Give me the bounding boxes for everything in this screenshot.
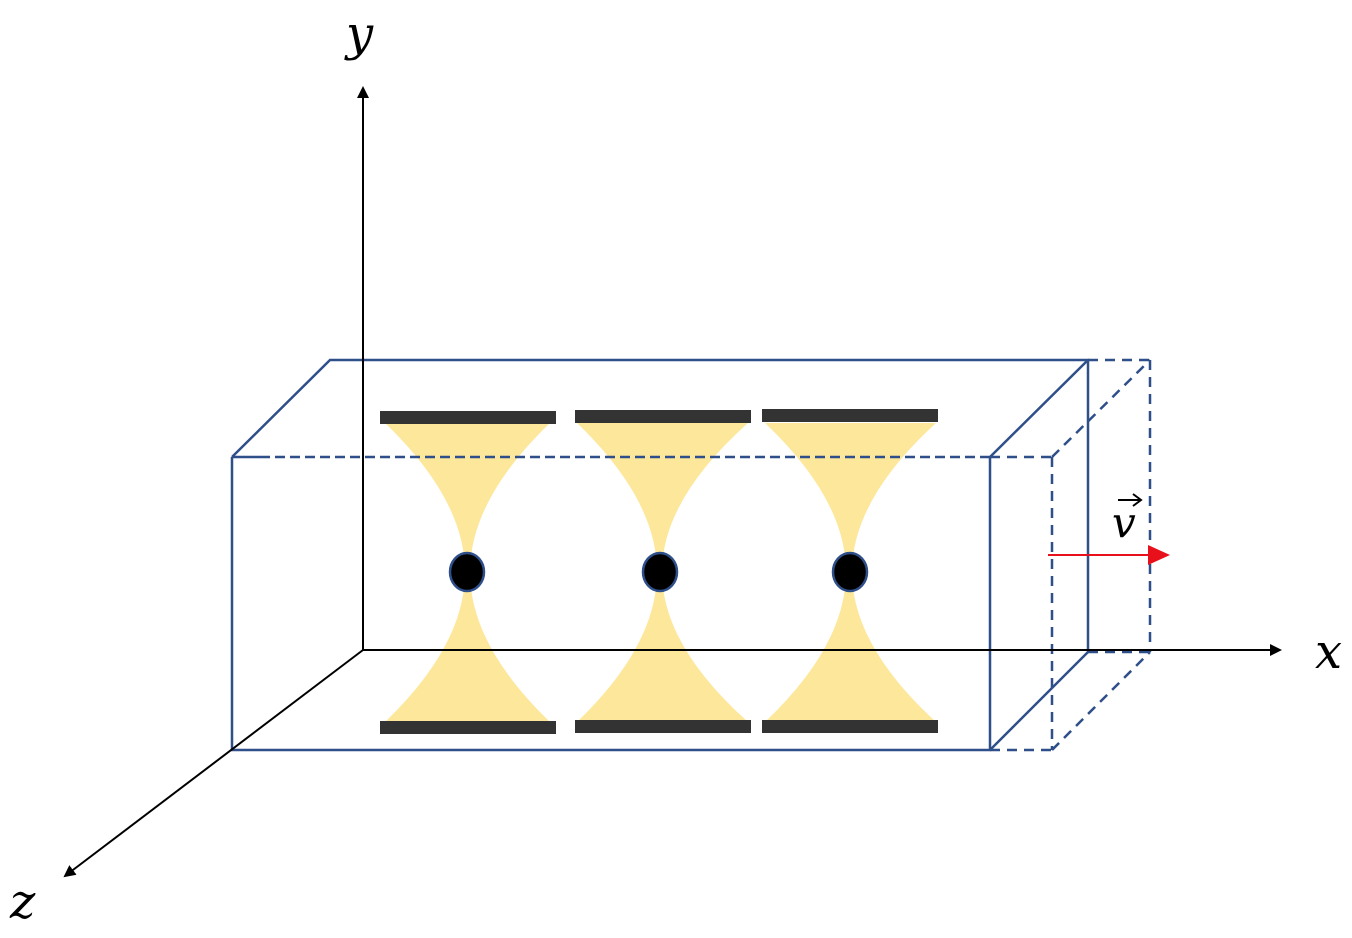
atom-2 xyxy=(641,551,679,593)
mirror-bottom-1 xyxy=(380,721,556,734)
velocity-label: v xyxy=(1112,498,1136,547)
mirror-bottom-2 xyxy=(575,720,751,733)
z-axis xyxy=(63,649,364,878)
atom-1 xyxy=(448,551,486,593)
y-axis-label: y xyxy=(344,6,374,62)
box-displaced-top-diag xyxy=(1051,359,1151,458)
z-axis-label: z xyxy=(9,874,36,930)
x-axis-label: x xyxy=(1315,624,1342,680)
mirror-top-2 xyxy=(575,410,751,423)
atom-3 xyxy=(831,551,869,593)
mirror-top-1 xyxy=(380,411,556,424)
atoms xyxy=(448,551,869,593)
mirror-top-3 xyxy=(762,409,938,422)
mirrors xyxy=(380,409,938,734)
box-displaced xyxy=(990,358,1152,752)
axes xyxy=(63,86,1282,878)
mirror-bottom-3 xyxy=(762,720,938,733)
laser-beam-2 xyxy=(577,423,748,722)
box-displaced-bottom-diag xyxy=(1051,651,1151,751)
velocity-vector-arrow xyxy=(1118,493,1143,507)
